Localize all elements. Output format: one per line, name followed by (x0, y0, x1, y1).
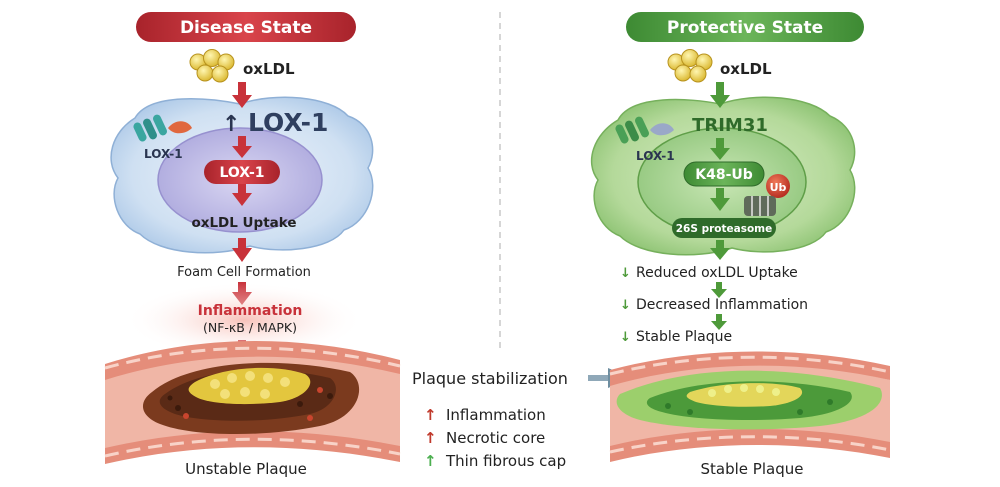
trim31-label: TRIM31 (692, 115, 768, 136)
disease-pathways-label: (NF-κB / MAPK) (203, 320, 297, 335)
disease-header-label: Disease State (180, 18, 312, 38)
disease-lox1-small-label: LOX-1 (144, 147, 183, 161)
protective-outcome-list: ↓ Reduced oxLDL Uptake ↓ Decreased Infla… (620, 265, 808, 345)
feature-arrow-necrotic: ↑ (424, 429, 437, 447)
k48-ub-pill (683, 161, 765, 187)
outcome-stable-plaque: Stable Plaque (636, 329, 732, 345)
ub-label: Ub (770, 181, 787, 194)
disease-oxldl-particles (189, 49, 235, 83)
proteasome-icon (744, 196, 776, 216)
feature-inflammation: Inflammation (446, 406, 546, 424)
disease-uptake-label: oxLDL Uptake (191, 215, 296, 231)
k48-ub-label: K48-Ub (695, 167, 753, 183)
outcome-arrow-inflammation: ↓ (620, 298, 631, 313)
inflammation-glow (124, 282, 364, 358)
stable-plaque-label: Stable Plaque (701, 460, 804, 478)
protective-header: Protective State (626, 12, 864, 42)
protective-flow-arrows (710, 82, 730, 330)
outcome-arrow-stable: ↓ (620, 330, 631, 345)
feature-necrotic-core: Necrotic core (446, 429, 545, 447)
disease-lox1-pill-label: LOX-1 (219, 165, 264, 181)
proteasome-label: 26S proteasome (676, 223, 773, 235)
outcome-arrow-uptake: ↓ (620, 266, 631, 281)
disease-up-arrow: ↑ (222, 112, 240, 137)
protective-lox1-receptor-icon (615, 116, 674, 144)
protective-oxldl-label: oxLDL (720, 60, 772, 78)
protective-lox1-small-label: LOX-1 (636, 149, 675, 163)
feature-arrow-inflammation: ↑ (424, 406, 437, 424)
disease-foam-label: Foam Cell Formation (177, 265, 311, 280)
outcome-decreased-inflammation: Decreased Inflammation (636, 297, 808, 313)
feature-arrow-fibrous: ↑ (424, 452, 437, 470)
ub-bubble (766, 174, 790, 198)
center-feature-list: ↑ Inflammation ↑ Necrotic core ↑ Thin fi… (424, 406, 566, 470)
stable-plaque-artery (609, 351, 891, 462)
disease-lox1-big-label: LOX-1 (248, 108, 328, 137)
unstable-plaque-label: Unstable Plaque (185, 460, 307, 478)
proteasome-pill (672, 218, 776, 238)
disease-oxldl-label: oxLDL (243, 60, 295, 78)
protective-oxldl-particles (667, 49, 713, 83)
protective-header-label: Protective State (667, 18, 823, 38)
disease-lox1-receptor-icon (133, 114, 192, 142)
unstable-plaque-artery (104, 340, 401, 464)
disease-lox1-pill (204, 160, 280, 184)
stabilization-label: Plaque stabilization (412, 369, 568, 388)
disease-header: Disease State (136, 12, 356, 42)
disease-inflammation-label: Inflammation (198, 303, 303, 319)
outcome-reduced-uptake: Reduced oxLDL Uptake (636, 265, 798, 281)
feature-thin-fibrous-cap: Thin fibrous cap (445, 452, 566, 470)
